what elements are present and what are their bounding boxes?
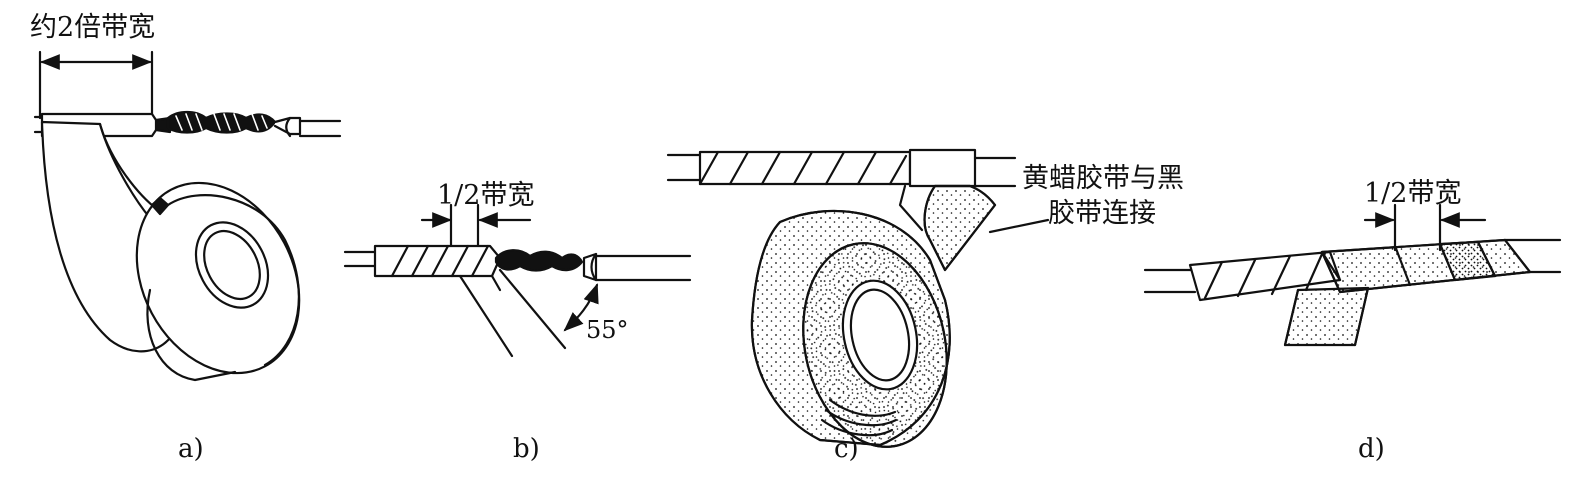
panel-a-caption: a) (178, 434, 204, 464)
panel-b-angle-arc (563, 283, 599, 332)
panel-a-annotation: 约2倍带宽 (30, 12, 156, 43)
panel-a-tape-roll (135, 181, 301, 382)
panel-c-caption: c) (834, 434, 859, 464)
panel-d-caption: d) (1358, 434, 1385, 464)
panel-a-drawing (33, 50, 342, 382)
panel-c-annotation-line2: 胶带连接 (1048, 198, 1156, 229)
panel-c-leader-line (988, 218, 1050, 234)
panel-c-annotation-line1: 黄蜡胶带与黑 (1022, 163, 1184, 194)
panel-d-wax-tape (1320, 238, 1532, 294)
panel-b-caption: b) (513, 434, 540, 464)
panel-b-annotation: 1/2带宽 (437, 180, 535, 211)
panel-b-tape-spiral (373, 244, 502, 278)
panel-b-angle-label: 55° (586, 316, 629, 344)
panel-c-tape-roll (750, 209, 951, 448)
panel-d-annotation: 1/2带宽 (1364, 178, 1462, 209)
panel-d-drawing (1143, 203, 1562, 347)
panel-c-tape-strip (923, 184, 997, 272)
panel-a-twisted-conductor (166, 110, 277, 134)
panel-c-drawing (666, 148, 1050, 448)
panel-b-drawing (343, 203, 692, 358)
